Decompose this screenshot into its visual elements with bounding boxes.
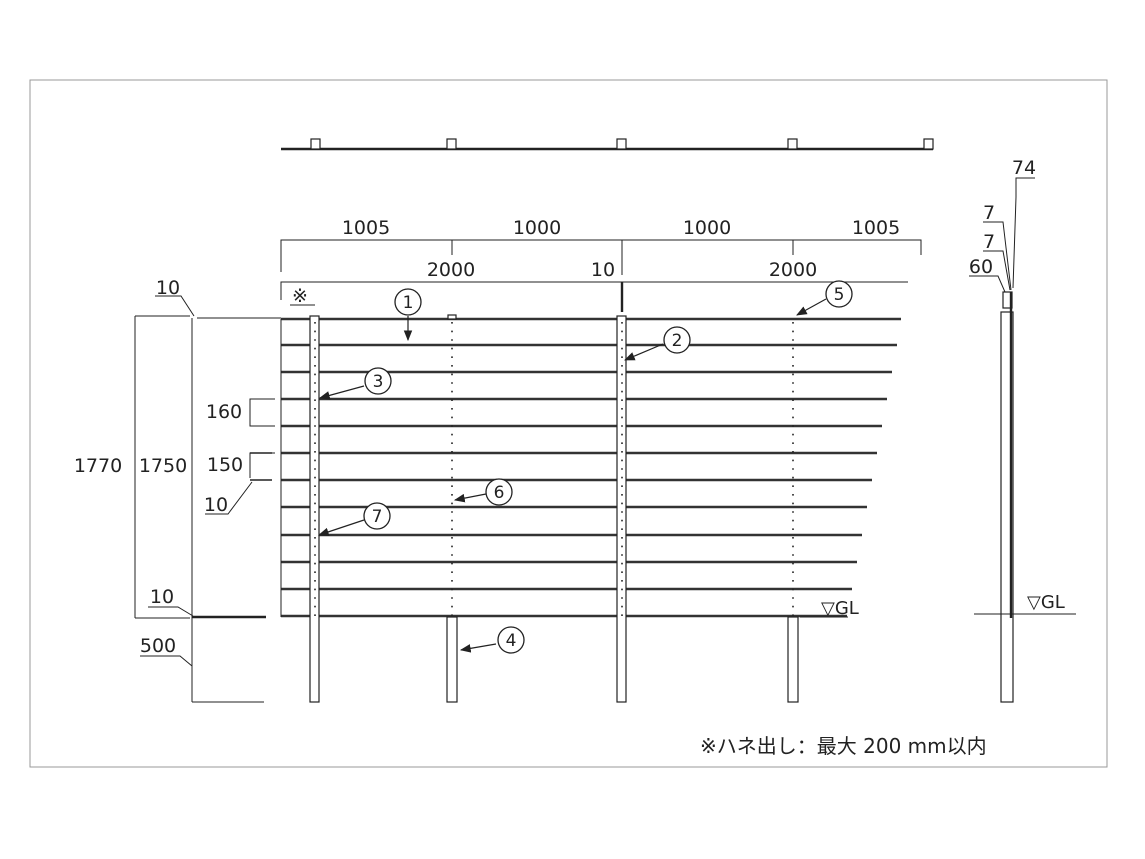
overhang-note: ※ハネ出し：最大 200 mm以内 (700, 734, 987, 758)
dimension-span-1: 2000 (427, 259, 475, 281)
left-dimension-lines (134, 295, 275, 703)
dimension-bottom-gap: 10 (150, 586, 174, 608)
dimension-segment-2: 1000 (513, 217, 561, 239)
dimension-span-2: 2000 (769, 259, 817, 281)
part-label-4: 4 (506, 631, 517, 651)
slat-group (281, 317, 901, 618)
dimension-slat-width: 150 (207, 454, 243, 476)
dimension-slat-height: 1750 (139, 455, 187, 477)
side-ground-level-label: ▽GL (1027, 592, 1065, 613)
foundation-post (446, 616, 458, 703)
part-label-7: 7 (372, 507, 383, 527)
part-label-3: 3 (373, 372, 384, 392)
side-dimension-gap-1: 7 (983, 202, 995, 224)
part-label-1: 1 (403, 293, 414, 313)
side-dimension-post: 60 (969, 256, 993, 278)
dimension-pitch: 160 (206, 401, 242, 423)
part-label-6: 6 (494, 483, 505, 503)
dimension-segment-3: 1000 (683, 217, 731, 239)
foundation-post (787, 616, 799, 703)
top-dimension-lines (280, 239, 922, 312)
ground-level-label: ▽GL (821, 598, 859, 619)
plan-view (281, 138, 934, 151)
center-post (616, 315, 627, 703)
dimension-embed-depth: 500 (140, 635, 176, 657)
dimension-post-width: 10 (591, 259, 615, 281)
side-section-view (969, 177, 1076, 703)
dimension-segment-4: 1005 (852, 217, 900, 239)
part-label-2: 2 (672, 331, 683, 351)
main-post (309, 315, 320, 703)
post-group (309, 314, 799, 703)
overhang-mark: ※ (292, 285, 308, 307)
side-dimension-depth: 74 (1012, 157, 1036, 179)
drawing-frame (29, 79, 1108, 768)
part-callouts (317, 280, 853, 654)
side-dimension-gap-2: 7 (983, 231, 995, 253)
dimension-top-gap: 10 (156, 277, 180, 299)
dimension-total-height: 1770 (74, 455, 122, 477)
dimension-slat-gap: 10 (204, 494, 228, 516)
dimension-segment-1: 1005 (342, 217, 390, 239)
part-label-5: 5 (834, 285, 845, 305)
